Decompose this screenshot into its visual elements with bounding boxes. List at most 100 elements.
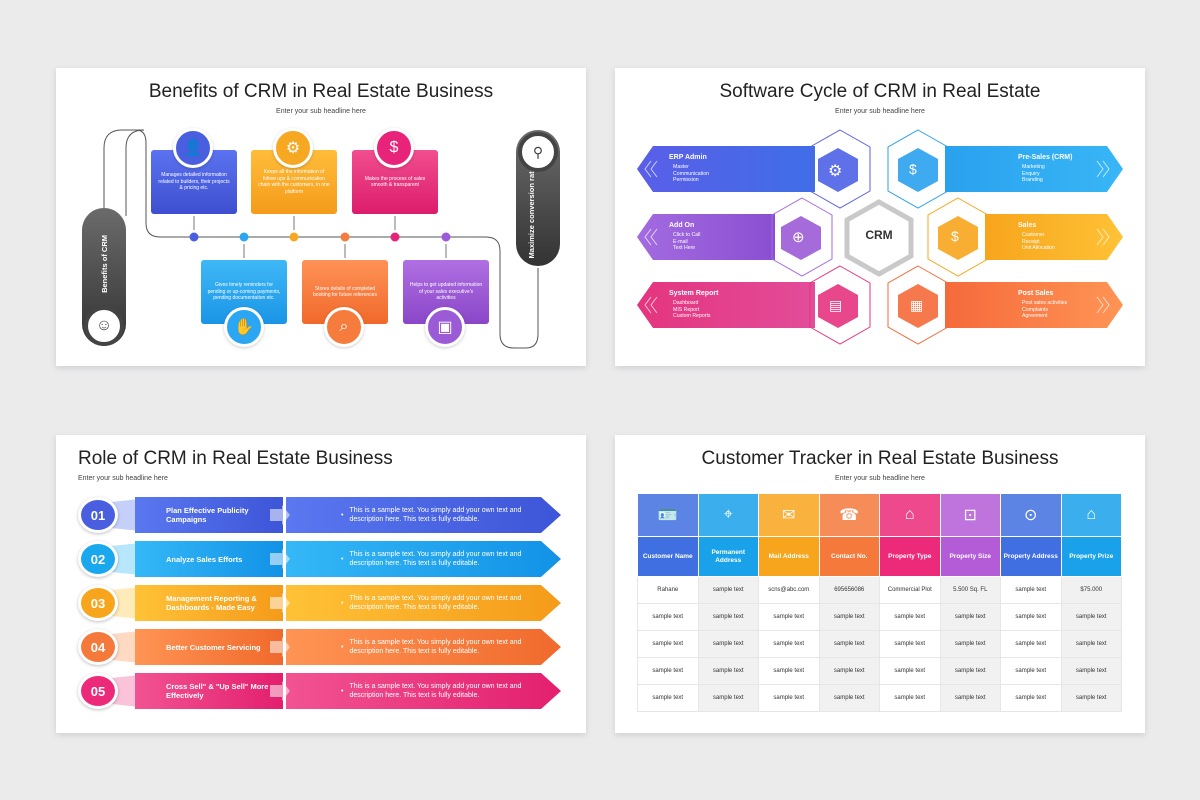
table-cell: sample text xyxy=(879,603,941,631)
table-cell: scns@abc.com xyxy=(758,576,820,604)
phone-book-icon: ☎ xyxy=(818,493,880,537)
step-description: This is a sample text. You simply add yo… xyxy=(349,639,522,655)
slide-software-cycle: Software Cycle of CRM in Real Estate Ent… xyxy=(615,68,1145,366)
money-hand-icon: ☺ xyxy=(84,306,124,346)
system-report-title: System Report xyxy=(669,290,719,297)
table-cell: sample text xyxy=(1000,657,1062,685)
location-icon: ⊙ xyxy=(1000,493,1062,537)
timeline-dot xyxy=(239,232,249,242)
step-description: This is a sample text. You simply add yo… xyxy=(349,595,522,611)
table-cell: sample text xyxy=(818,630,880,658)
step-description: This is a sample text. You simply add yo… xyxy=(349,683,522,699)
slide-subtitle: Enter your sub headline here xyxy=(78,475,168,482)
table-cell: sample text xyxy=(1000,630,1062,658)
slide-title: Software Cycle of CRM in Real Estate xyxy=(719,81,1041,102)
table-cell: sample text xyxy=(879,630,941,658)
report-icon: ▤ xyxy=(829,297,843,313)
step-label: Plan Effective Publicity Campaigns xyxy=(166,506,249,524)
funnel-icon: ⚲ xyxy=(518,132,558,172)
post-sales-title: Post Sales xyxy=(1018,290,1054,297)
table-cell: sample text xyxy=(1000,684,1062,712)
id-card-icon: 🪪 xyxy=(637,493,699,537)
table-cell: sample text xyxy=(758,630,820,658)
table-cell: sample text xyxy=(697,684,759,712)
step-description-box: •This is a sample text. You simply add y… xyxy=(341,583,541,623)
table-cell: sample text xyxy=(1000,603,1062,631)
table-cell: sample text xyxy=(879,684,941,712)
column-header: Contact No. xyxy=(818,536,880,577)
slide-subtitle: Enter your sub headline here xyxy=(835,108,925,115)
gear-icon: ⚙ xyxy=(828,163,843,180)
table-cell: sample text xyxy=(939,630,1001,658)
document-icon: ▦ xyxy=(910,297,924,313)
step-label: Better Customer Servicing xyxy=(166,642,261,652)
table-cell: sample text xyxy=(697,603,759,631)
slide-subtitle: Enter your sub headline here xyxy=(276,108,366,115)
crm-center-label: CRM xyxy=(865,228,893,242)
slide-subtitle: Enter your sub headline here xyxy=(835,475,925,482)
table-cell: Commercial Plot xyxy=(879,576,941,604)
row-arrow xyxy=(102,585,561,621)
step-description-box: •This is a sample text. You simply add y… xyxy=(341,539,541,579)
row-arrow xyxy=(102,541,561,577)
step-description: This is a sample text. You simply add yo… xyxy=(349,551,522,567)
timeline-dot xyxy=(390,232,400,242)
hand-heart-icon: ✋ xyxy=(224,307,264,347)
table-cell: sample text xyxy=(758,657,820,685)
pill-label: Maximize conversion rates xyxy=(527,163,536,259)
person-icon: 👤 xyxy=(173,128,213,168)
pill-label: Benefits of CRM xyxy=(99,235,109,293)
slide-benefits-of-crm: Benefits of CRM in Real Estate Business … xyxy=(56,68,586,366)
box-search-icon: ⌕ xyxy=(324,307,364,347)
timeline-dot xyxy=(189,232,199,242)
table-cell: sample text xyxy=(818,684,880,712)
column-header: Property Prize xyxy=(1060,536,1122,577)
table-cell: sample text xyxy=(939,657,1001,685)
table-cell: 695656086 xyxy=(818,576,880,604)
house-icon: ⌂ xyxy=(1060,493,1122,537)
step-number-badge: 03 xyxy=(78,585,118,621)
table-cell: sample text xyxy=(697,576,759,604)
table-cell: sample text xyxy=(1060,603,1122,631)
chart-money-icon: $ xyxy=(909,161,917,177)
plus-circle-icon: ⊕ xyxy=(792,229,805,246)
row-arrow xyxy=(102,673,561,709)
timeline-dot xyxy=(289,232,299,242)
slide-title: Customer Tracker in Real Estate Business xyxy=(701,448,1059,469)
step-number-badge: 04 xyxy=(78,629,118,665)
table-cell: sample text xyxy=(697,657,759,685)
table-cell: sample text xyxy=(1060,657,1122,685)
hand-money-icon: $ xyxy=(951,228,959,244)
buildings-icon: ⌂ xyxy=(879,493,941,537)
step-description-box: •This is a sample text. You simply add y… xyxy=(341,495,541,535)
table-cell: sample text xyxy=(818,603,880,631)
step-number-badge: 01 xyxy=(78,497,118,533)
step-label: Cross Sell" & "Up Sell" More Effectively xyxy=(166,682,269,700)
table-cell: sample text xyxy=(939,603,1001,631)
slide-title: Role of CRM in Real Estate Business xyxy=(78,448,393,469)
table-cell: sample text xyxy=(1060,684,1122,712)
role-row: 01 Plan Effective Publicity Campaigns •Thi… xyxy=(78,495,561,535)
table-cell: sample text xyxy=(637,630,699,658)
column-header: Property Address xyxy=(1000,536,1062,577)
step-label: Analyze Sales Efforts xyxy=(166,554,243,564)
table-cell: sample text xyxy=(637,684,699,712)
table-cell: sample text xyxy=(1000,576,1062,604)
slide-role-of-crm: Role of CRM in Real Estate Business Ente… xyxy=(56,435,586,733)
slide-customer-tracker: Customer Tracker in Real Estate Business… xyxy=(615,435,1145,733)
pre-sales-title: Pre-Sales (CRM) xyxy=(1018,154,1073,161)
step-description: This is a sample text. You simply add yo… xyxy=(349,507,522,523)
column-header: Property Type xyxy=(879,536,941,577)
